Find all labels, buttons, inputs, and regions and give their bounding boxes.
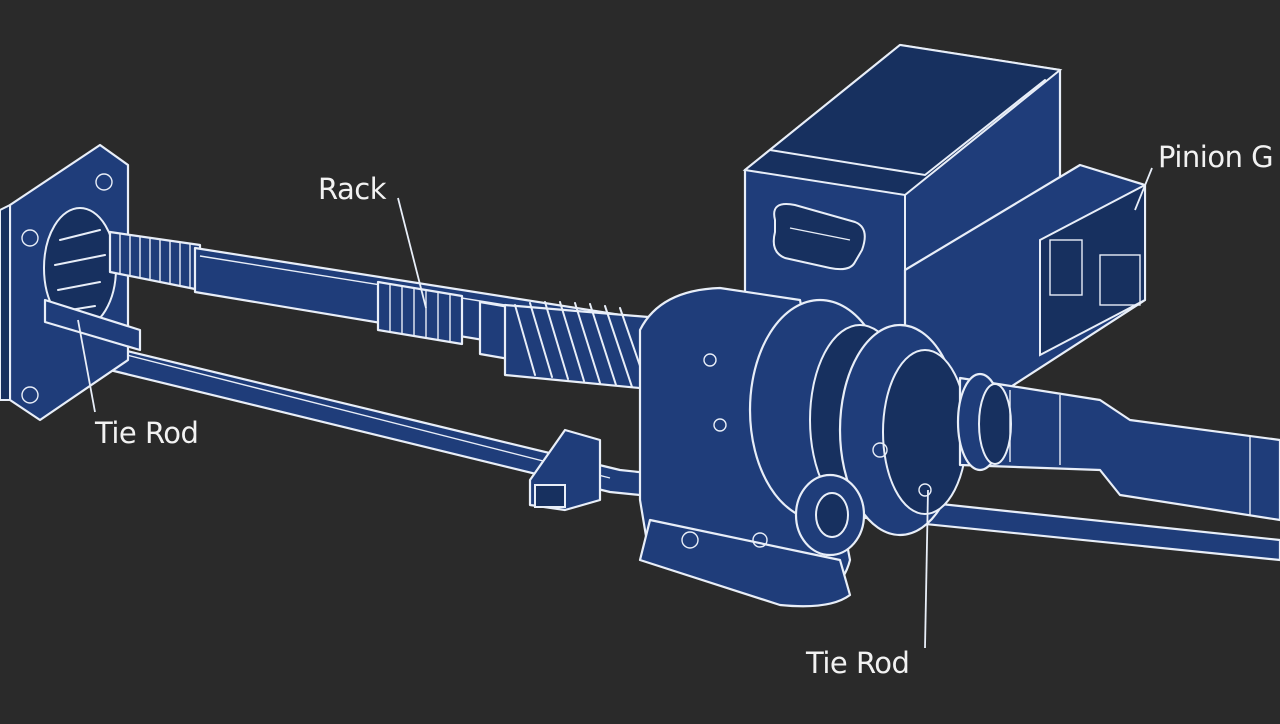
leader-tie-rod-bottom <box>924 489 929 649</box>
leader-pinion <box>1134 167 1153 211</box>
tie-rod-clamp <box>528 428 602 512</box>
label-pinion-gear: Pinion G <box>1158 140 1274 174</box>
label-tie-rod-left: Tie Rod <box>95 416 199 450</box>
leader-lines <box>77 167 1153 649</box>
leader-tie-rod-left <box>77 319 96 413</box>
gearbox-block <box>903 163 1147 412</box>
mounting-flange <box>0 143 142 422</box>
pinion-teeth <box>503 301 662 392</box>
output-shaft <box>956 372 1280 522</box>
label-rack: Rack <box>318 172 387 206</box>
leader-rack <box>397 197 427 309</box>
label-tie-rod-bottom: Tie Rod <box>806 646 910 680</box>
gear-housing <box>638 286 968 608</box>
